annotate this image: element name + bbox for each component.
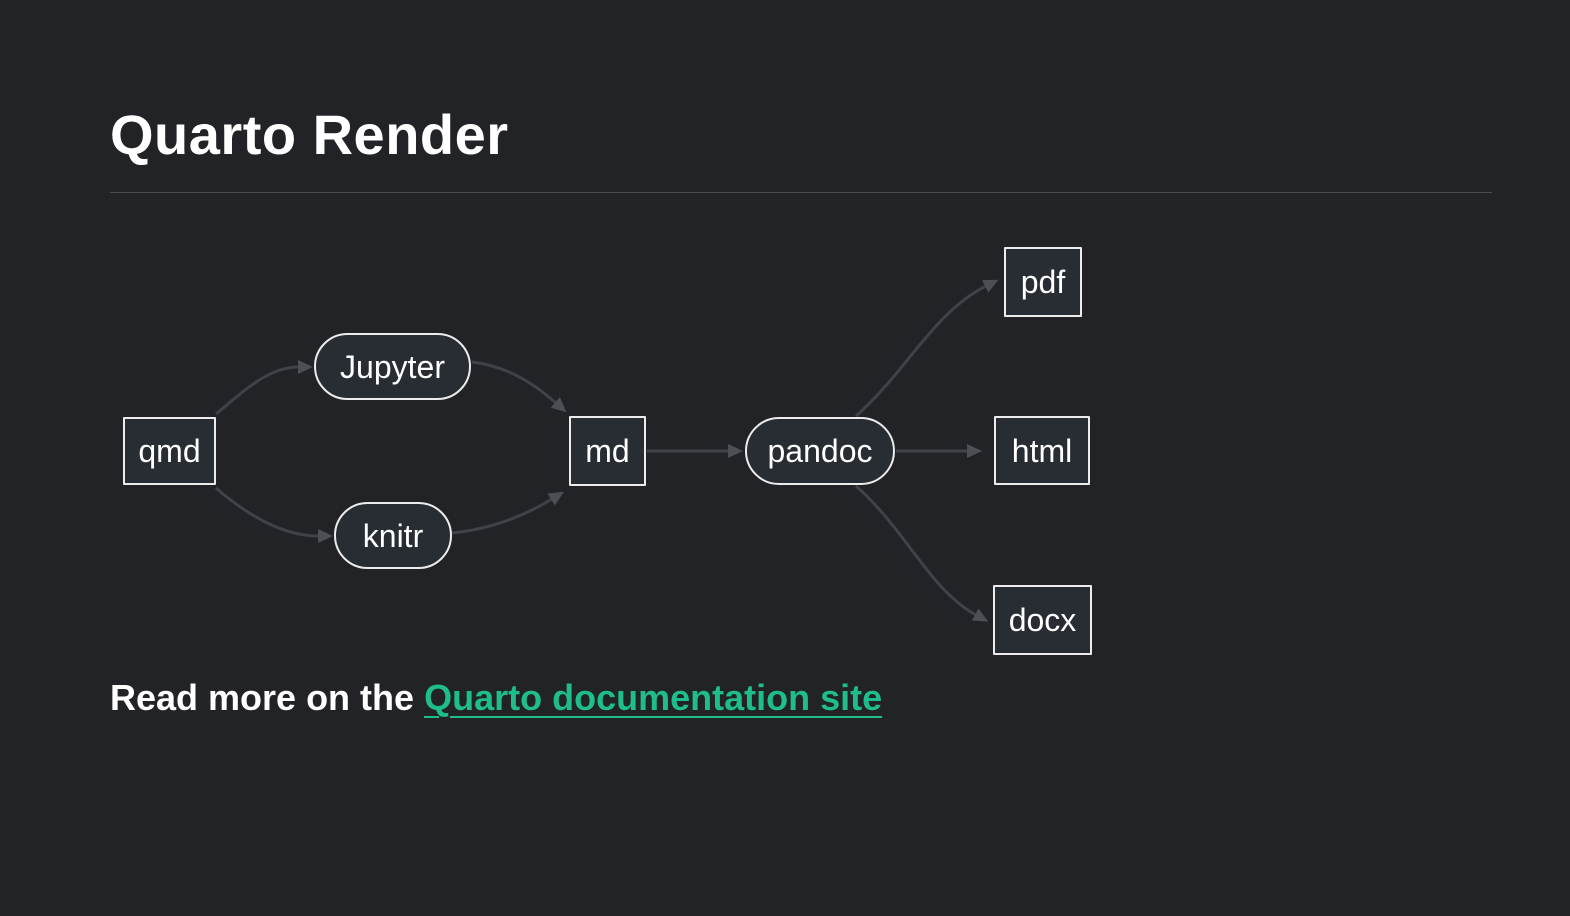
node-pandoc: pandoc xyxy=(745,417,895,485)
node-knitr-label: knitr xyxy=(362,517,424,554)
page-title: Quarto Render xyxy=(110,103,509,166)
edge-pandoc-to-docx xyxy=(855,484,989,622)
node-docx-label: docx xyxy=(1008,602,1077,638)
node-docx: docx xyxy=(993,585,1092,655)
node-pdf-label: pdf xyxy=(1020,264,1066,300)
edge-pandoc-to-pdf xyxy=(855,279,999,418)
node-qmd: qmd xyxy=(123,417,216,485)
node-qmd-label: qmd xyxy=(138,433,201,469)
edge-jupyter-to-md xyxy=(471,360,567,413)
edge-qmd-to-knitr xyxy=(215,486,333,543)
node-knitr: knitr xyxy=(334,502,452,569)
node-html-label: html xyxy=(1011,432,1073,469)
node-html: html xyxy=(994,416,1090,485)
read-more-text: Read more on the Quarto documentation si… xyxy=(110,676,882,719)
title-divider xyxy=(110,192,1492,193)
node-pdf: pdf xyxy=(1004,247,1082,317)
node-md-label: md xyxy=(585,433,630,469)
quarto-documentation-link[interactable]: Quarto documentation site xyxy=(424,677,883,718)
node-jupyter-label: Jupyter xyxy=(340,348,445,385)
edge-qmd-to-jupyter xyxy=(215,360,313,416)
node-pandoc-label: pandoc xyxy=(767,433,873,469)
read-more-prefix: Read more on the xyxy=(110,677,415,718)
node-jupyter: Jupyter xyxy=(314,333,471,400)
edge-knitr-to-md xyxy=(451,491,564,535)
node-md: md xyxy=(569,416,646,486)
